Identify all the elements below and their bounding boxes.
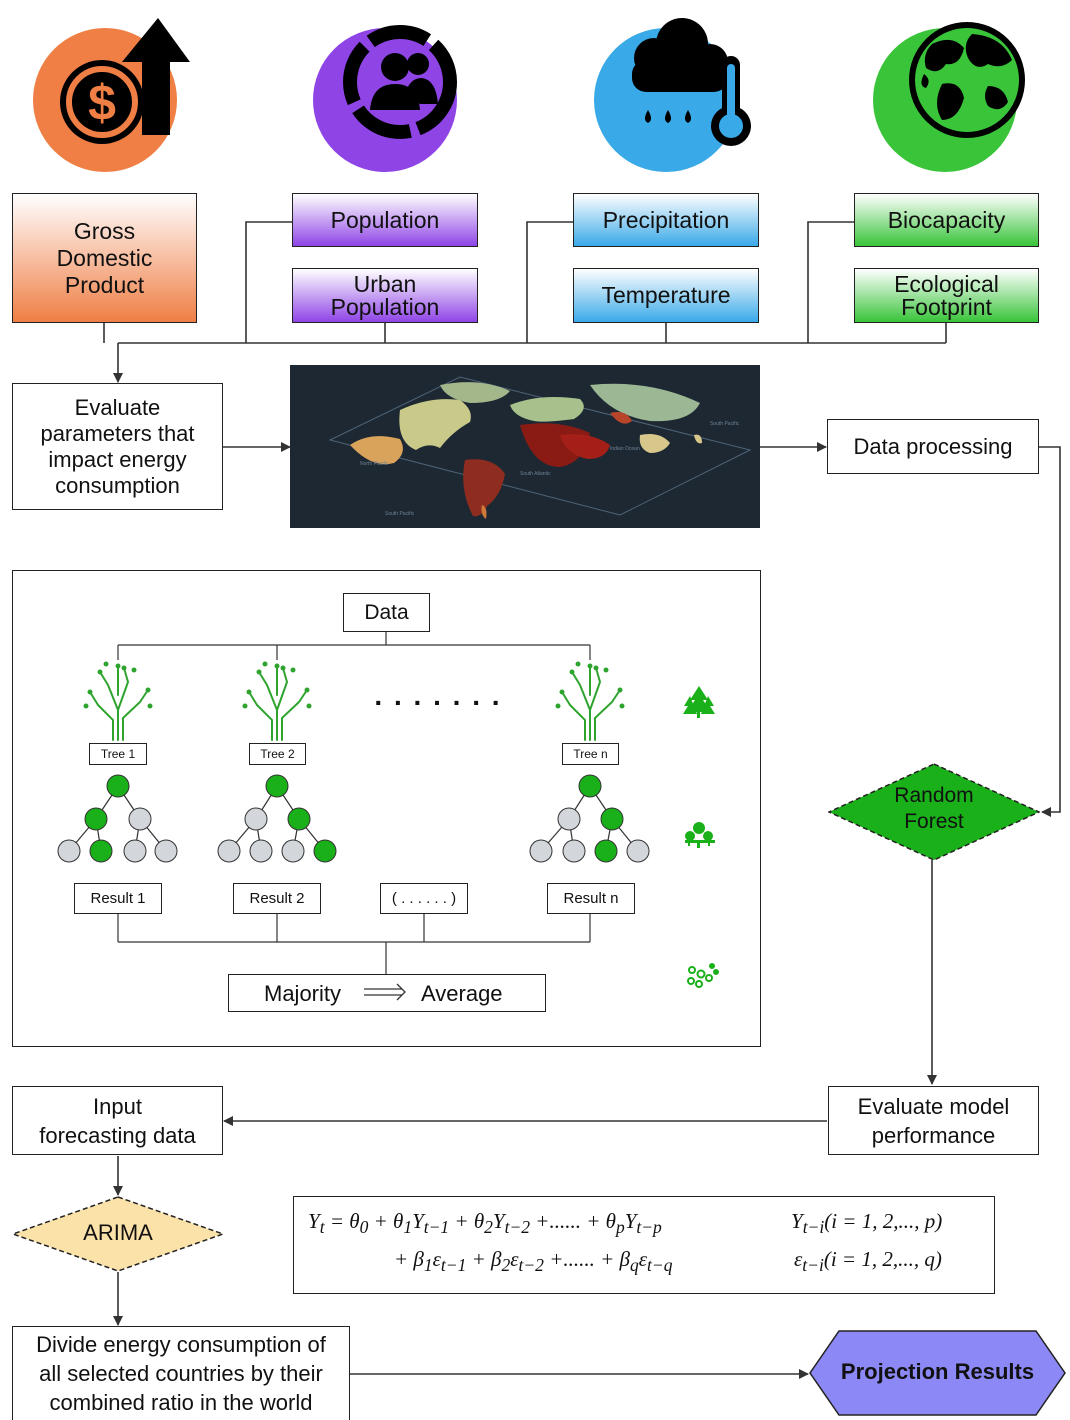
globe-icon: [872, 14, 1042, 184]
projection-results-terminal: Projection Results: [809, 1330, 1066, 1416]
tree-icon: [83, 661, 153, 741]
decision-tree-n: [529, 774, 650, 863]
svg-text:South Pacific: South Pacific: [710, 421, 740, 427]
population-box: Population: [292, 193, 478, 247]
formula-condition-2: εt−i(i = 1, 2,..., q): [794, 1247, 942, 1276]
result-ellipsis-box: ( . . . . . . ): [380, 883, 468, 914]
arima-formula-box: Yt = θ0 + θ1Yt−1 + θ2Yt−2 +...... + θpYt…: [293, 1196, 995, 1294]
input-forecasting-box: Input forecasting data: [12, 1086, 223, 1155]
random-forest-label: Random Forest: [894, 784, 974, 833]
decision-tree-1: [57, 774, 178, 863]
random-forest-panel: [12, 570, 761, 1047]
majority-label: Majority: [264, 981, 342, 1006]
divide-consumption-box: Divide energy consumption of all selecte…: [12, 1326, 350, 1420]
average-label: Average: [421, 981, 503, 1006]
formula-line-1: Yt = θ0 + θ1Yt−1 + θ2Yt−2 +...... + θpYt…: [308, 1209, 662, 1238]
forest-icon: [683, 686, 715, 718]
result-n-box: Result n: [547, 883, 635, 914]
data-box: Data: [343, 593, 430, 632]
arima-decision: ARIMA: [12, 1196, 224, 1272]
temperature-box: Temperature: [573, 268, 759, 323]
svg-text:South Atlantic: South Atlantic: [520, 471, 551, 477]
implies-arrow-icon: [364, 983, 406, 1001]
data-processing-box: Data processing: [827, 419, 1039, 474]
result-1-box: Result 1: [74, 883, 162, 914]
evaluate-parameters-box: Evaluate parameters that impact energy c…: [12, 383, 223, 510]
aggregation-box: Majority Average: [228, 974, 546, 1012]
svg-text:$: $: [88, 75, 116, 131]
formula-line-2: + β1εt−1 + β2εt−2 +...... + βqεt−q: [394, 1247, 673, 1276]
formula-condition-1: Yt−i(i = 1, 2,..., p): [791, 1209, 943, 1238]
result-2-box: Result 2: [233, 883, 321, 914]
biocapacity-box: Biocapacity: [854, 193, 1039, 247]
gdp-box: Gross Domestic Product: [12, 193, 197, 323]
decision-tree-2: [217, 774, 337, 863]
trees-ellipsis: . . . . . . .: [374, 680, 502, 711]
ecological-footprint-box: Ecological Footprint: [854, 268, 1039, 323]
particles-icon: [687, 963, 719, 988]
weather-icon: [592, 10, 762, 180]
svg-text:Indian Ocean: Indian Ocean: [610, 446, 640, 452]
evaluate-model-box: Evaluate model performance: [828, 1086, 1039, 1155]
svg-text:North Pacific: North Pacific: [360, 461, 389, 467]
tree-icon: [555, 661, 625, 741]
dollar-growth-icon: $: [30, 10, 200, 180]
projection-results-label: Projection Results: [840, 1359, 1035, 1384]
random-forest-decision: Random Forest: [828, 763, 1040, 861]
tree-n-label: Tree n: [562, 743, 619, 765]
tree-cluster-icon: [685, 822, 715, 848]
svg-text:South Pacific: South Pacific: [385, 511, 415, 517]
world-map-image: North Pacific South Atlantic Indian Ocea…: [290, 365, 760, 528]
tree-2-label: Tree 2: [249, 743, 306, 765]
urban-population-box: Urban Population: [292, 268, 478, 323]
tree-1-label: Tree 1: [89, 743, 147, 765]
tree-icon: [242, 661, 312, 741]
precipitation-box: Precipitation: [573, 193, 759, 247]
population-icon: [310, 12, 480, 182]
arima-label: ARIMA: [83, 1220, 153, 1245]
